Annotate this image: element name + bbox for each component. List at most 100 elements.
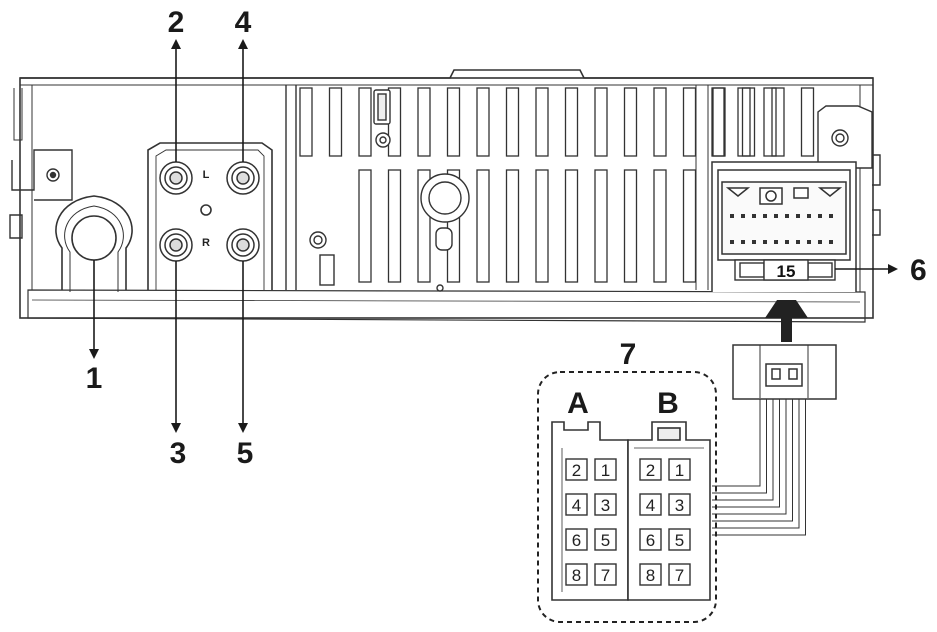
pin-number: 5: [601, 531, 610, 550]
heatsink-fin-lower: [564, 169, 579, 283]
pin-number: 2: [646, 461, 655, 480]
socket-pin: [741, 214, 745, 218]
heatsink-fin-lower: [505, 169, 520, 283]
harness-wire: [712, 399, 806, 536]
heatsink-fin-upper: [476, 87, 490, 157]
heatsink: [285, 85, 709, 290]
connector-outline: [537, 371, 717, 623]
heatsink-fins: [299, 87, 815, 283]
heatsink-fin-upper: [682, 87, 697, 157]
rca-jack-rear-right: [226, 228, 260, 262]
block-a-label: A: [567, 387, 589, 420]
heatsink-fin-upper: [535, 87, 549, 157]
socket-pin: [741, 240, 745, 244]
heatsink-fin-upper: [737, 87, 751, 157]
pin-cell: [565, 458, 588, 481]
pin-number: 8: [646, 566, 655, 585]
rca-jack-front-left: [159, 161, 193, 195]
heatsink-fin-upper: [623, 87, 638, 157]
heatsink-details: [309, 89, 470, 292]
pin-cell: [639, 493, 662, 516]
heatsink-fin-upper: [564, 87, 579, 157]
heatsink-fin-upper: [594, 87, 608, 157]
heatsink-fin-upper: [741, 87, 756, 157]
heatsink-fin-upper: [328, 87, 343, 157]
pin-cell: [594, 563, 617, 586]
socket-pin: [774, 214, 778, 218]
heatsink-fin-upper: [505, 87, 520, 157]
socket-pin: [807, 214, 811, 218]
callout-3: 3: [170, 437, 187, 470]
heatsink-fin-upper: [763, 87, 777, 157]
pin-number: 6: [646, 531, 655, 550]
antenna-socket: [55, 195, 133, 292]
wire-harness: [712, 399, 806, 536]
heatsink-fin-lower: [417, 169, 431, 283]
pin-number: 4: [572, 496, 581, 515]
socket-pin: [785, 214, 789, 218]
socket-pin: [752, 240, 756, 244]
pin-cell: [594, 458, 617, 481]
socket-pin: [818, 240, 822, 244]
heatsink-fin-lower: [387, 169, 402, 283]
socket-pin: [796, 214, 800, 218]
iso-plug: [732, 344, 837, 400]
pin-cell: [639, 563, 662, 586]
pin-number: 8: [572, 566, 581, 585]
fuse-rating: 15: [777, 262, 796, 281]
heatsink-fin-upper: [771, 87, 785, 157]
socket-pin: [763, 214, 767, 218]
pin-cell: [668, 493, 691, 516]
pin-number: 1: [601, 461, 610, 480]
harness-wire: [712, 399, 800, 529]
callout-5: 5: [237, 437, 254, 470]
pin-number: 3: [675, 496, 684, 515]
callout-6: 6: [910, 254, 927, 287]
heatsink-fin-lower: [594, 169, 608, 283]
socket-pin: [730, 240, 734, 244]
right-mount-tab: [817, 105, 881, 236]
rca-right-label: R: [202, 237, 210, 249]
block-b-label: B: [657, 387, 679, 420]
pin-number: 4: [646, 496, 655, 515]
rca-left-label: L: [203, 169, 210, 181]
heatsink-fin-upper: [653, 87, 667, 157]
socket-pin: [763, 240, 767, 244]
pin-number: 1: [675, 461, 684, 480]
heatsink-fin-lower: [535, 169, 549, 283]
harness-wire: [712, 399, 787, 515]
rca-output-panel: [147, 142, 273, 290]
harness-wire: [712, 399, 793, 522]
radio-chassis: [19, 69, 874, 323]
heatsink-fin-upper: [446, 87, 461, 157]
pin-cell: [668, 563, 691, 586]
heatsink-fin-upper: [358, 87, 372, 157]
socket-pin: [807, 240, 811, 244]
harness-wire: [712, 399, 767, 494]
heatsink-fin-lower: [682, 169, 697, 283]
socket-pin: [818, 214, 822, 218]
socket-pin: [796, 240, 800, 244]
pin-cell: [565, 493, 588, 516]
pin-cell: [565, 563, 588, 586]
plug-insert-arrow: [765, 300, 808, 342]
pin-number: 7: [601, 566, 610, 585]
pin-cell: [668, 528, 691, 551]
heatsink-fin-lower: [653, 169, 667, 283]
fuse: [734, 259, 836, 281]
pin-cell: [594, 493, 617, 516]
socket-pin: [730, 214, 734, 218]
socket-pin: [829, 240, 833, 244]
socket-pin: [774, 240, 778, 244]
heatsink-fin-upper: [711, 87, 725, 157]
heatsink-fin-upper: [712, 87, 726, 157]
callout-4: 4: [235, 6, 252, 39]
heatsink-fin-upper: [417, 87, 431, 157]
callout-7: 7: [620, 338, 637, 371]
callout-2: 2: [168, 6, 185, 39]
pin-number: 6: [572, 531, 581, 550]
